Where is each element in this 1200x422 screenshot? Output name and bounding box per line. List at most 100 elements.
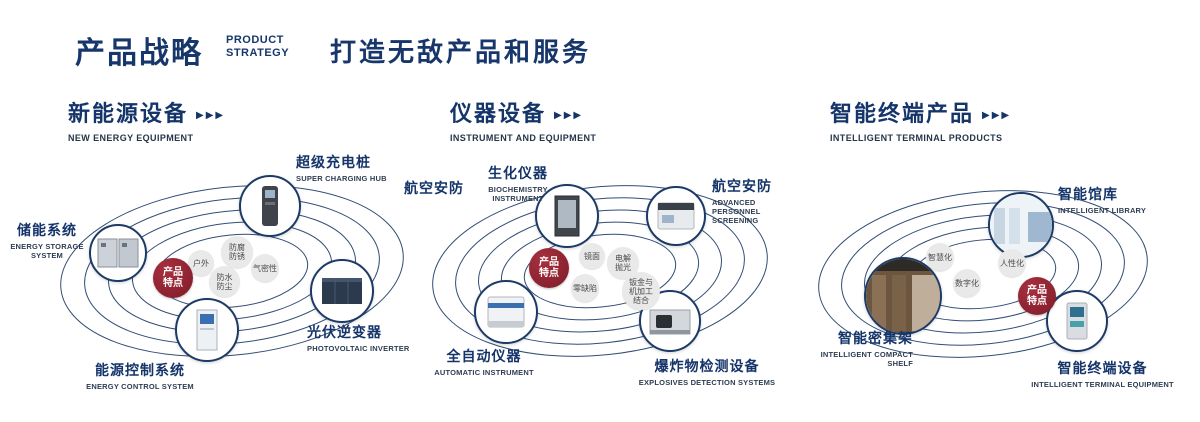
feature-bubble: 气密性 xyxy=(251,254,279,282)
biochemistry-instrument-image xyxy=(554,195,580,237)
product-label-en: INTELLIGENT LIBRARY xyxy=(1058,206,1147,215)
product-label-personnel-screening: 航空安防 ADVANCED PERSONNEL SCREENING xyxy=(712,176,812,225)
product-label-en: ADVANCED PERSONNEL SCREENING xyxy=(712,198,761,225)
feature-badge-label: 产品特点 xyxy=(539,257,559,279)
product-label-zh: 储能系统 xyxy=(17,222,77,238)
section-title-en: NEW ENERGY EQUIPMENT xyxy=(68,133,194,143)
product-node-intelligent-library xyxy=(988,192,1054,258)
product-label-en: ENERGY CONTROL SYSTEM xyxy=(86,382,194,391)
feature-label: 防水防尘 xyxy=(216,272,233,291)
product-label-zh: 爆炸物检测设备 xyxy=(654,358,760,374)
page-title-en: PRODUCT STRATEGY xyxy=(226,34,289,60)
product-label-zh: 光伏逆变器 xyxy=(307,324,382,340)
feature-bubble: 户外 xyxy=(188,250,214,276)
product-label-photovoltaic-inverter: 光伏逆变器 PHOTOVOLTAIC INVERTER xyxy=(307,322,427,353)
feature-label: 零缺陷 xyxy=(573,283,597,293)
product-node-automatic-instrument xyxy=(474,280,538,344)
super-charging-hub-image xyxy=(262,186,278,226)
product-label-en: PHOTOVOLTAIC INVERTER xyxy=(307,344,410,353)
product-label-zh: 生化仪器 xyxy=(488,165,548,181)
section-title-zh: 仪器设备 xyxy=(450,101,547,126)
feature-label: 数字化 xyxy=(955,278,979,288)
product-label-zh: 能源控制系统 xyxy=(95,362,185,378)
feature-label: 智慧化 xyxy=(928,252,952,262)
triple-arrow-icon: ▶▶▶ xyxy=(196,110,226,121)
product-label-zh: 航空安防 xyxy=(404,180,464,196)
automatic-instrument-image xyxy=(487,296,525,328)
section-title-new-energy: 新能源设备 ▶▶▶ NEW ENERGY EQUIPMENT xyxy=(68,96,308,143)
product-label-en: INTELLIGENT TERMINAL EQUIPMENT xyxy=(1031,380,1174,389)
feature-label: 电解抛光 xyxy=(615,254,631,272)
section-title-zh: 智能终端产品 xyxy=(830,101,975,126)
product-label-energy-control-system: 能源控制系统 ENERGY CONTROL SYSTEM xyxy=(80,360,200,391)
product-label-zh: 智能终端设备 xyxy=(1057,360,1148,376)
product-node-explosives-detection xyxy=(639,290,701,352)
product-node-personnel-screening xyxy=(646,186,706,246)
feature-bubble: 钣金与机加工结合 xyxy=(622,272,660,310)
product-label-energy-storage: 储能系统 ENERGY STORAGE SYSTEM xyxy=(2,220,92,260)
product-label-automatic-instrument: 全自动仪器 AUTOMATIC INSTRUMENT xyxy=(428,346,540,377)
product-label-intelligent-compact-shelf: 智能密集架 INTELLIGENT COMPACT SHELF xyxy=(798,328,913,368)
triple-arrow-icon: ▶▶▶ xyxy=(554,110,584,121)
product-node-biochemistry-instrument xyxy=(535,184,599,248)
energy-storage-image xyxy=(97,238,139,268)
product-label-en: INTELLIGENT COMPACT SHELF xyxy=(820,350,913,368)
intelligent-compact-shelf-image xyxy=(866,259,940,333)
tagline: 打造无敌产品和服务 xyxy=(330,32,591,69)
product-label-zh: 超级充电桩 xyxy=(296,154,371,170)
product-node-energy-control-system xyxy=(175,298,239,362)
product-label-en: AUTOMATIC INSTRUMENT xyxy=(434,368,534,377)
product-label-en: SUPER CHARGING HUB xyxy=(296,174,387,183)
feature-label: 防腐防锈 xyxy=(229,243,245,261)
product-label-zh: 智能密集架 xyxy=(838,330,913,346)
feature-bubble: 数字化 xyxy=(953,269,981,297)
feature-badge: 产品特点 xyxy=(529,248,569,288)
triple-arrow-icon: ▶▶▶ xyxy=(982,110,1012,121)
page-title-en-line2: STRATEGY xyxy=(226,47,290,59)
feature-bubble: 人性化 xyxy=(998,249,1026,277)
product-label-intelligent-library: 智能馆库 INTELLIGENT LIBRARY xyxy=(1058,184,1168,215)
product-label-en: EXPLOSIVES DETECTION SYSTEMS xyxy=(638,378,776,387)
feature-label: 气密性 xyxy=(253,263,277,273)
section-title-instrument: 仪器设备 ▶▶▶ INSTRUMENT AND EQUIPMENT xyxy=(450,96,710,143)
product-node-intelligent-terminal xyxy=(1046,290,1108,352)
product-label-aviation-security: 航空安防 xyxy=(404,178,484,198)
product-label-zh: 全自动仪器 xyxy=(446,348,522,364)
explosives-detection-image xyxy=(649,309,691,335)
product-node-super-charging-hub xyxy=(239,175,301,237)
product-label-explosives-detection: 爆炸物检测设备 EXPLOSIVES DETECTION SYSTEMS xyxy=(634,356,780,387)
product-label-en: ENERGY STORAGE SYSTEM xyxy=(10,242,84,260)
feature-bubble: 零缺陷 xyxy=(571,274,599,302)
product-node-photovoltaic-inverter xyxy=(310,259,374,323)
section-title-zh: 新能源设备 xyxy=(68,101,189,126)
product-label-super-charging-hub: 超级充电桩 SUPER CHARGING HUB xyxy=(296,152,426,183)
feature-badge: 产品特点 xyxy=(153,258,193,298)
feature-bubble: 防腐防锈 xyxy=(221,236,253,268)
feature-label: 户外 xyxy=(193,258,209,268)
product-label-biochemistry-instrument: 生化仪器 BIOCHEMISTRY INSTRUMENT xyxy=(462,163,574,203)
intelligent-library-image xyxy=(990,194,1052,256)
product-node-energy-storage xyxy=(89,224,147,282)
product-label-zh: 智能馆库 xyxy=(1058,186,1118,202)
tagline-text: 打造无敌产品和服务 xyxy=(330,37,592,67)
product-label-zh: 航空安防 xyxy=(712,178,772,194)
product-label-en: BIOCHEMISTRY INSTRUMENT xyxy=(488,185,548,203)
section-title-en: INTELLIGENT TERMINAL PRODUCTS xyxy=(830,133,1003,143)
section-title-en: INSTRUMENT AND EQUIPMENT xyxy=(450,133,597,143)
intelligent-terminal-image xyxy=(1066,302,1088,340)
photovoltaic-inverter-image xyxy=(322,278,362,304)
feature-bubble: 镜面 xyxy=(579,243,605,269)
feature-badge-label: 产品特点 xyxy=(163,267,183,289)
page-title: 产品战略 xyxy=(75,37,203,70)
personnel-screening-image xyxy=(657,202,695,230)
section-title-intelligent: 智能终端产品 ▶▶▶ INTELLIGENT TERMINAL PRODUCTS xyxy=(830,96,1110,143)
feature-badge: 产品特点 xyxy=(1018,277,1056,315)
page-title-en-line1: PRODUCT xyxy=(226,34,284,46)
feature-badge-label: 产品特点 xyxy=(1027,285,1047,307)
feature-label: 人性化 xyxy=(1000,258,1024,268)
product-node-intelligent-compact-shelf xyxy=(864,257,942,335)
feature-bubble: 防水防尘 xyxy=(209,266,240,297)
feature-label: 钣金与机加工结合 xyxy=(629,277,653,305)
feature-bubble: 智慧化 xyxy=(926,243,954,271)
